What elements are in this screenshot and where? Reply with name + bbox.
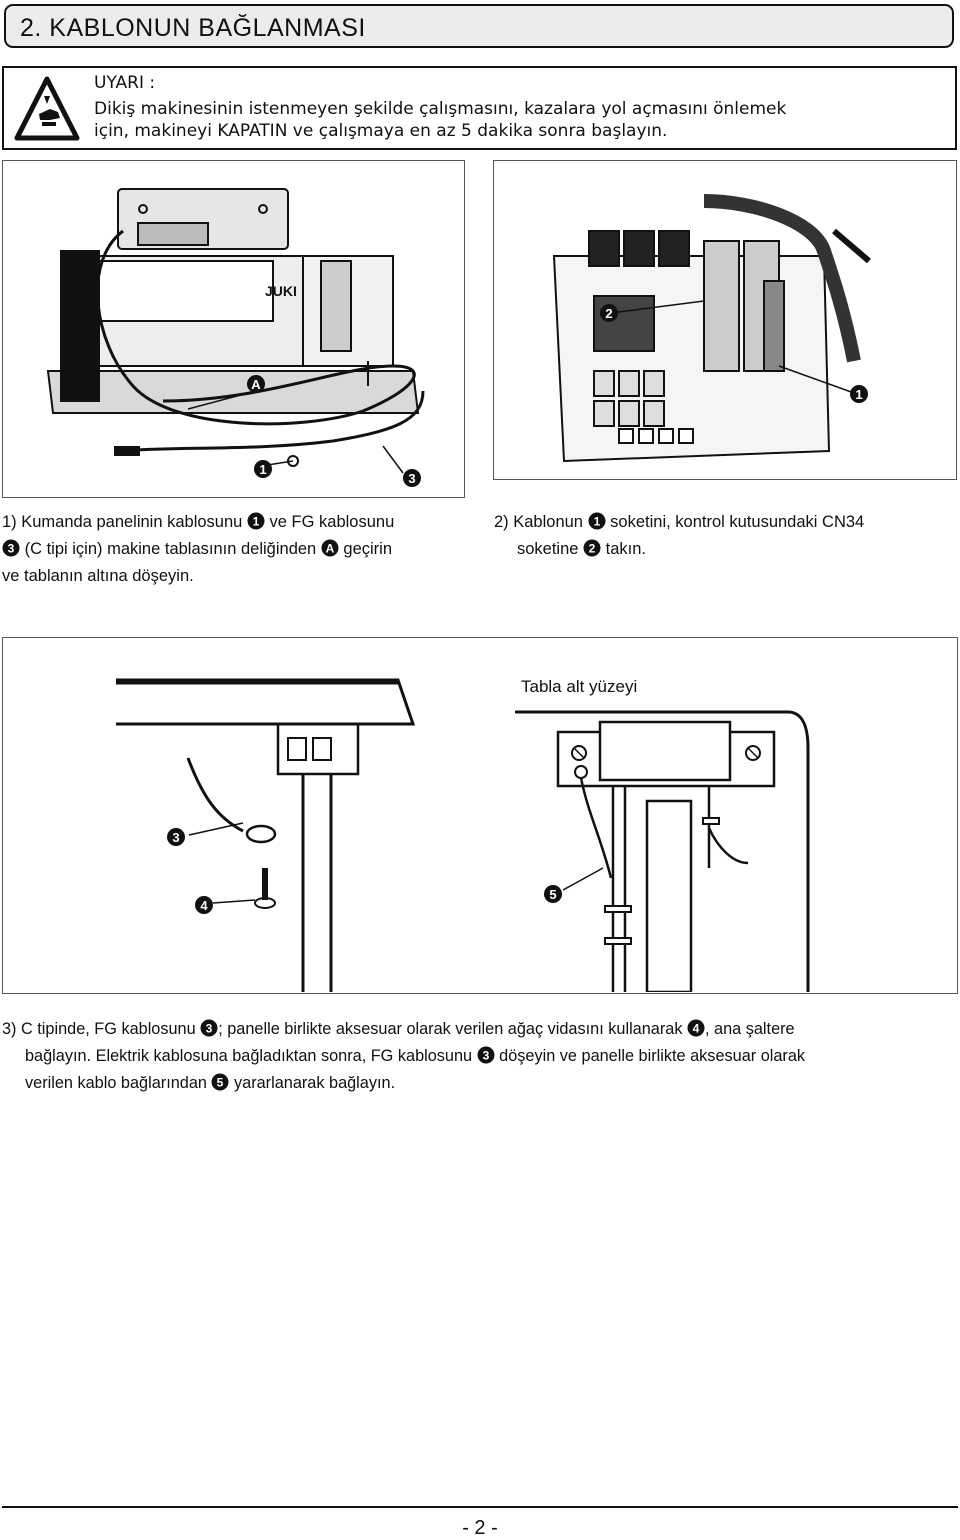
step-3-text: 3) C tipinde, FG kablosunu 3 ; panelle bi…	[2, 1016, 958, 1097]
marker-1-badge: 1	[588, 512, 606, 530]
svg-text:4: 4	[200, 898, 208, 913]
figure-sewing-machine: JUKI A 1 3	[2, 160, 465, 498]
step-1-line-1a: 1) Kumanda panelinin kablosunu	[2, 513, 247, 531]
step-3-line-1a: 3) C tipinde, FG kablosunu	[2, 1020, 201, 1038]
warning-text: Dikiş makinesinin istenmeyen şekilde çal…	[94, 98, 954, 142]
marker-5-badge: 5	[211, 1073, 229, 1091]
step-1-line-1b: ve FG kablosunu	[264, 513, 395, 531]
marker-1: 1	[254, 460, 272, 478]
step-3-line-3b: yararlanarak bağlayın.	[229, 1074, 396, 1092]
marker-4: 4	[195, 896, 213, 914]
footer-rule	[2, 1506, 958, 1508]
svg-text:2: 2	[605, 306, 612, 321]
section-heading: 2. KABLONUN BAĞLANMASI	[4, 4, 954, 48]
step-2-line-1b: soketini, kontrol kutusundaki CN34	[605, 513, 865, 531]
hand-hazard-icon	[14, 76, 80, 141]
warning-box: UYARI : Dikiş makinesinin istenmeyen şek…	[2, 66, 957, 150]
control-box-illustration: 2 1	[552, 194, 871, 463]
marker-3-badge: 3	[200, 1019, 218, 1037]
svg-text:5: 5	[217, 1076, 224, 1090]
svg-text:3: 3	[408, 471, 415, 486]
step-1-text: 1) Kumanda panelinin kablosunu 1 ve FG k…	[2, 509, 472, 590]
svg-text:A: A	[325, 542, 334, 556]
step-1-line-2b: geçirin	[338, 540, 393, 558]
step-2-text: 2) Kablonun 1 soketini, kontrol kutusund…	[494, 509, 958, 563]
svg-text:3: 3	[206, 1022, 213, 1036]
svg-text:5: 5	[549, 887, 556, 902]
svg-text:1: 1	[593, 515, 600, 529]
step-1-line-3: ve tablanın altına döşeyin.	[2, 567, 194, 585]
svg-text:4: 4	[693, 1022, 700, 1036]
step-2-line-1a: 2) Kablonun	[494, 513, 588, 531]
marker-3: 3	[167, 828, 185, 846]
warning-line-2: için, makineyi KAPATIN ve çalışmaya en a…	[94, 121, 668, 141]
marker-2-badge: 2	[583, 539, 601, 557]
step-2-line-2a: soketine	[517, 540, 584, 558]
page-number: - 2 -	[462, 1517, 498, 1539]
figure-table-underside: Tabla alt yüzeyi 3 4 5	[2, 637, 958, 994]
marker-a-badge: A	[321, 539, 339, 557]
brand-logo: JUKI	[265, 283, 297, 299]
svg-text:2: 2	[589, 542, 596, 556]
step-3-line-2a: bağlayın. Elektrik kablosuna bağladıktan…	[25, 1047, 477, 1065]
section-title: 2. KABLONUN BAĞLANMASI	[20, 14, 366, 42]
marker-3: 3	[403, 469, 421, 487]
sewing-machine-illustration: JUKI A 1 3	[46, 188, 425, 487]
marker-3-badge: 3	[477, 1046, 495, 1064]
svg-text:1: 1	[259, 462, 266, 477]
svg-text:1: 1	[855, 387, 862, 402]
marker-a: A	[247, 375, 265, 393]
step-2-line-2b: takın.	[601, 540, 646, 558]
warning-line-1: Dikiş makinesinin istenmeyen şekilde çal…	[94, 99, 787, 119]
marker-4-badge: 4	[687, 1019, 705, 1037]
step-3-line-2b: döşeyin ve panelle birlikte aksesuar ola…	[494, 1047, 806, 1065]
svg-text:3: 3	[172, 830, 179, 845]
svg-text:3: 3	[8, 542, 15, 556]
marker-1: 1	[850, 385, 868, 403]
marker-3-badge: 3	[2, 539, 20, 557]
table-underside-illustration: Tabla alt yüzeyi 3 4 5	[116, 677, 810, 994]
step-3-line-3a: verilen kablo bağlarından	[25, 1074, 212, 1092]
step-1-line-2a: (C tipi için) makine tablasının deliğind…	[20, 540, 321, 558]
marker-5: 5	[544, 885, 562, 903]
svg-text:1: 1	[253, 515, 260, 529]
marker-2: 2	[600, 304, 618, 322]
figure-control-box: 2 1	[493, 160, 957, 480]
step-3-line-1b: ; panelle birlikte aksesuar olarak veril…	[218, 1020, 687, 1038]
svg-text:3: 3	[482, 1049, 489, 1063]
figure-3-heading: Tabla alt yüzeyi	[521, 677, 637, 696]
warning-title: UYARI :	[94, 73, 156, 93]
marker-1-badge: 1	[247, 512, 265, 530]
svg-text:A: A	[251, 377, 261, 392]
step-3-line-1c: , ana şaltere	[705, 1020, 795, 1038]
